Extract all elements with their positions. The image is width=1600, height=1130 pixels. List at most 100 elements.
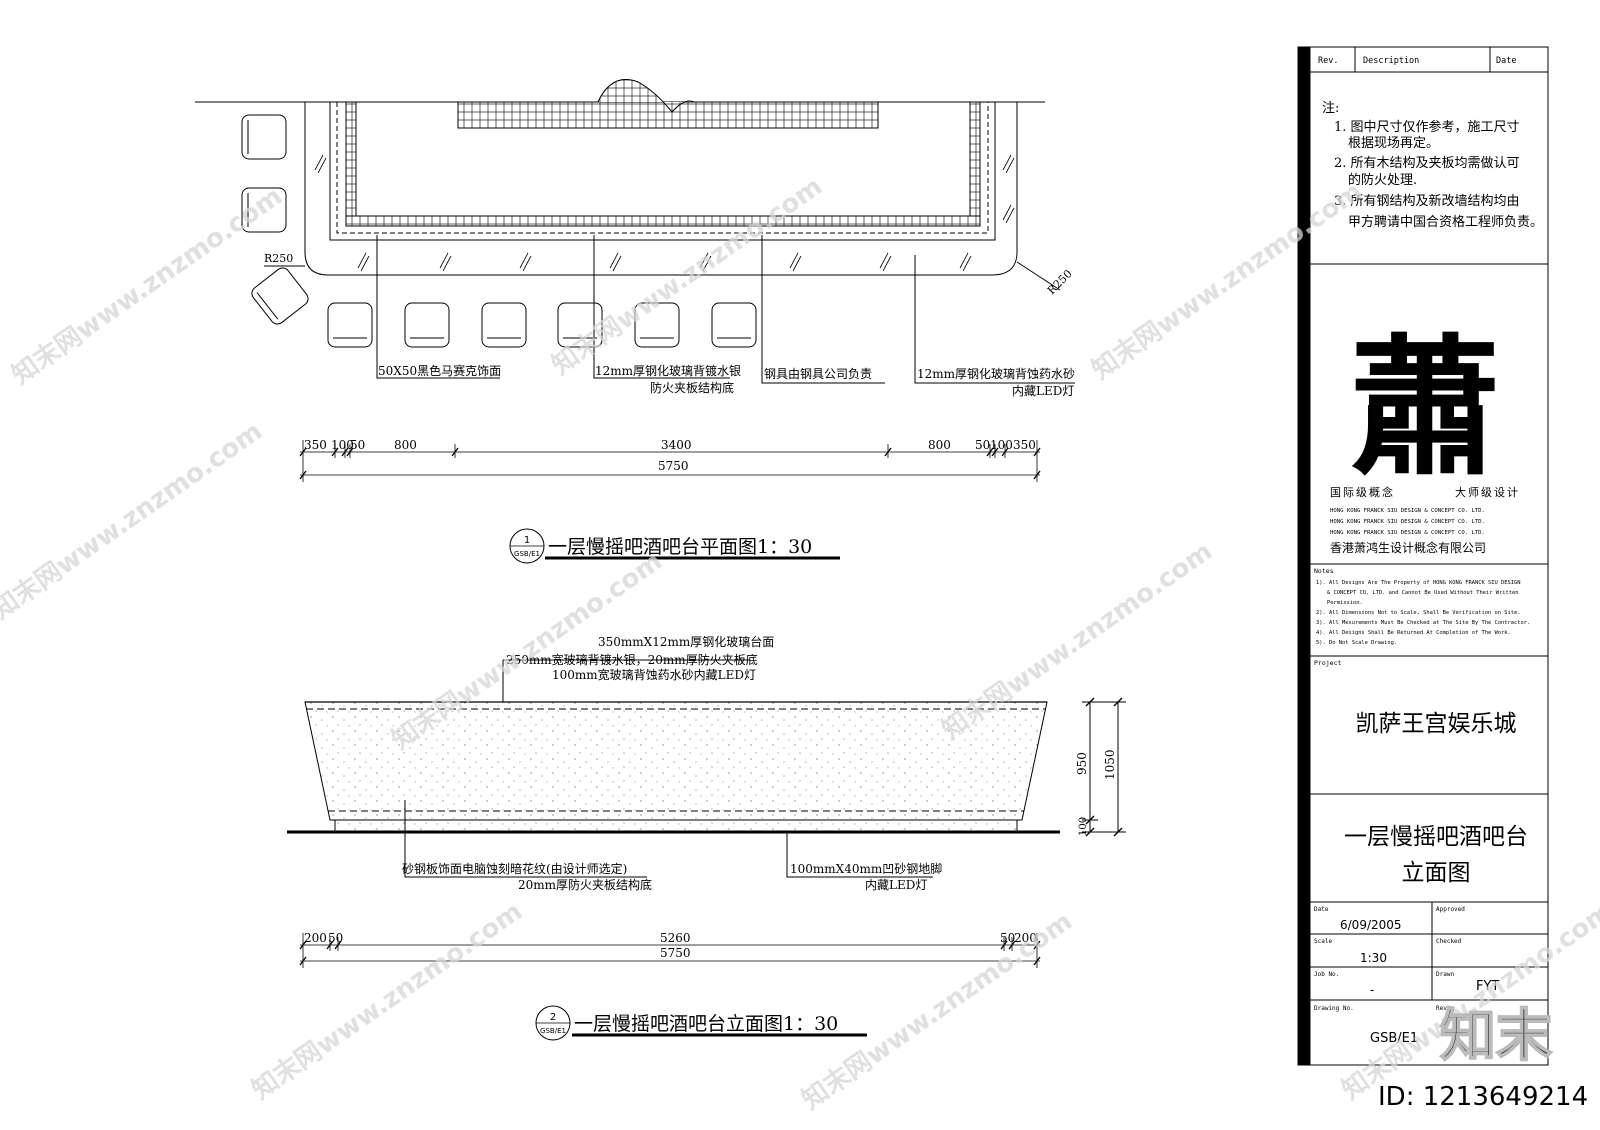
tb-notes-head: 注:	[1322, 101, 1339, 116]
svg-text:甲方聘请中国合资格工程师负责。: 甲方聘请中国合资格工程师负责。	[1348, 214, 1543, 230]
tb-sheet-line1: 一层慢摇吧酒吧台	[1344, 824, 1528, 850]
tb-slogan-left: 国际级概念	[1330, 485, 1395, 499]
bar-stools	[241, 114, 757, 348]
plan-callout-3: 钢具由钢具公司负责	[764, 367, 872, 381]
tb-project-head: Project	[1314, 659, 1341, 667]
svg-text:50: 50	[1000, 931, 1015, 945]
tb-project: 凯萨王宫娱乐城	[1356, 711, 1517, 737]
elev-note-5: 20mm厚防火夹板结构底	[518, 877, 652, 892]
plan-radius-right: R250	[1045, 267, 1075, 297]
plan-badge-code: GSB/E1	[514, 550, 540, 558]
elev-height-100: 100	[1078, 817, 1089, 836]
svg-text:HONG KONG FRANCK SIU DESIGN &: HONG KONG FRANCK SIU DESIGN & CONCEPT CO…	[1330, 508, 1485, 514]
svg-text:知末网www.znzmo.com: 知末网www.znzmo.com	[7, 181, 288, 390]
tb-date-head: Date	[1496, 56, 1516, 66]
elev-dim-labels: 200 50 5260 50 200 5750	[304, 931, 1037, 960]
plan-dimensions	[299, 440, 1041, 482]
svg-text:3. 所有钢结构及新改墙结构均由: 3. 所有钢结构及新改墙结构均由	[1334, 193, 1520, 209]
plan-dim-labels: 350 100 50 800 3400 800 50 100 350 5750	[304, 438, 1036, 473]
elev-height-1050: 1050	[1103, 749, 1117, 780]
svg-text:的防火处理.: 的防火处理.	[1348, 172, 1417, 188]
tb-description: Description	[1363, 56, 1419, 66]
title-block	[1297, 46, 1549, 1066]
svg-text:HONG KONG FRANCK SIU DESIGN &: HONG KONG FRANCK SIU DESIGN & CONCEPT CO…	[1330, 530, 1485, 536]
svg-text:2. 所有木结构及夹板均需做认可: 2. 所有木结构及夹板均需做认可	[1334, 156, 1520, 171]
tb-drawingno: GSB/E1	[1370, 1031, 1418, 1046]
svg-text:知末网www.znzmo.com: 知末网www.znzmo.com	[247, 896, 528, 1105]
svg-text:3400: 3400	[661, 438, 692, 452]
svg-text:50: 50	[328, 931, 343, 945]
svg-text:Drawn: Drawn	[1436, 971, 1454, 978]
tb-slogan-right: 大师级设计	[1455, 485, 1520, 499]
svg-text:50: 50	[350, 438, 365, 452]
svg-text:Rev.: Rev.	[1436, 1005, 1450, 1012]
svg-text:Checked: Checked	[1436, 938, 1462, 945]
plan-callout-2: 12mm厚钢化玻璃背镀水银	[595, 364, 741, 378]
svg-text:知末网www.znzmo.com: 知末网www.znzmo.com	[0, 416, 268, 625]
svg-text:知末网www.znzmo.com: 知末网www.znzmo.com	[1087, 176, 1368, 385]
plan-callout-4b: 内藏LED灯	[1012, 384, 1074, 398]
svg-text:1. 图中尺寸仅作参考，施工尺寸: 1. 图中尺寸仅作参考，施工尺寸	[1334, 119, 1520, 135]
svg-text:Approved: Approved	[1436, 906, 1465, 913]
svg-text:350: 350	[1013, 438, 1036, 452]
svg-text:2). All Dimensions Not to Scal: 2). All Dimensions Not to Scale, Shall B…	[1316, 610, 1520, 616]
plan-badge-num: 1	[524, 535, 530, 546]
elev-title-group: 2 GSB/E1 一层慢摇吧酒吧台立面图1：30	[535, 1005, 867, 1041]
title-block-text: Rev. Description Date 注: 1. 图中尺寸仅作参考，施工尺…	[1314, 56, 1543, 1046]
svg-text:Job No.: Job No.	[1314, 971, 1339, 978]
elev-note-7: 内藏LED灯	[865, 878, 927, 892]
tb-sheet-line2: 立面图	[1402, 860, 1471, 886]
svg-text:800: 800	[928, 438, 951, 452]
elev-note-4: 砂钢板饰面电脑蚀刻暗花纹(由设计师选定)	[402, 861, 627, 876]
tb-notes-en-head: Notes	[1314, 567, 1334, 575]
company-logo: 蕭	[1350, 320, 1500, 496]
tb-company-cn: 香港萧鸿生设计概念有限公司	[1330, 540, 1486, 555]
plan-view	[195, 79, 1075, 384]
tb-drawn: FYT	[1476, 979, 1499, 994]
svg-text:知末网www.znzmo.com: 知末网www.znzmo.com	[797, 906, 1078, 1115]
svg-text:3). All Mesurements Must Be Ch: 3). All Mesurements Must Be Checked at T…	[1316, 620, 1530, 626]
elev-dimensions	[299, 933, 1041, 968]
plan-title: 一层慢摇吧酒吧台平面图1：30	[548, 536, 812, 558]
elev-height-950: 950	[1075, 752, 1089, 775]
svg-text:Date: Date	[1314, 906, 1329, 913]
plan-callout-1: 50X50黑色马赛克饰面	[378, 363, 501, 378]
plan-title-group: 1 GSB/E1 一层慢摇吧酒吧台平面图1：30	[509, 528, 840, 564]
elev-note-6: 100mmX40mm凹砂钢地脚	[790, 861, 942, 876]
tb-rev: Rev.	[1318, 56, 1338, 66]
svg-text:Scale: Scale	[1314, 938, 1332, 945]
svg-text:5260: 5260	[660, 931, 691, 945]
elev-note-3: 100mm宽玻璃背蚀药水砂内藏LED灯	[552, 667, 756, 682]
elev-title: 一层慢摇吧酒吧台立面图1：30	[574, 1013, 838, 1035]
plan-radius-left: R250	[264, 252, 293, 265]
svg-text:5). Do Not Scale Drawing.: 5). Do Not Scale Drawing.	[1316, 640, 1397, 646]
watermark-brand: 知末	[1440, 1004, 1552, 1069]
svg-text:50: 50	[975, 438, 990, 452]
svg-text:200: 200	[304, 931, 327, 945]
watermark-id: ID: 1213649214	[1378, 1082, 1588, 1112]
plan-callout-4: 12mm厚钢化玻璃背蚀药水砂	[917, 367, 1075, 381]
svg-text:100: 100	[990, 438, 1013, 452]
tb-date: 6/09/2005	[1340, 918, 1402, 932]
svg-text:100: 100	[331, 438, 354, 452]
svg-text:知末网www.znzmo.com: 知末网www.znzmo.com	[937, 536, 1218, 745]
svg-text:根据现场再定。: 根据现场再定。	[1348, 136, 1439, 151]
svg-text:1). All Designs Are The Proper: 1). All Designs Are The Property of HONG…	[1316, 580, 1520, 586]
plan-total-dim: 5750	[658, 459, 689, 473]
elevation-view	[287, 659, 1126, 878]
svg-text:200: 200	[1014, 931, 1037, 945]
tb-scale: 1:30	[1360, 951, 1387, 965]
svg-text:HONG KONG FRANCK SIU DESIGN &: HONG KONG FRANCK SIU DESIGN & CONCEPT CO…	[1330, 519, 1485, 525]
svg-text:知末网www.znzmo.com: 知末网www.znzmo.com	[547, 171, 828, 380]
elev-total-dim: 5750	[660, 946, 691, 960]
elev-badge-code: GSB/E1	[540, 1027, 566, 1035]
svg-text:350: 350	[304, 438, 327, 452]
elev-note-2: 250mm宽玻璃背镀水银，20mm厚防火夹板底	[506, 652, 758, 667]
plan-callout-2b: 防火夹板结构底	[650, 380, 734, 395]
svg-text:800: 800	[394, 438, 417, 452]
svg-text:Drawing No.: Drawing No.	[1314, 1005, 1354, 1012]
tb-jobno: -	[1370, 983, 1374, 997]
svg-text:& CONCEPT CO. LTD. and Cannot: & CONCEPT CO. LTD. and Cannot Be Used Wi…	[1327, 590, 1518, 596]
svg-text:Permission.: Permission.	[1327, 600, 1363, 606]
